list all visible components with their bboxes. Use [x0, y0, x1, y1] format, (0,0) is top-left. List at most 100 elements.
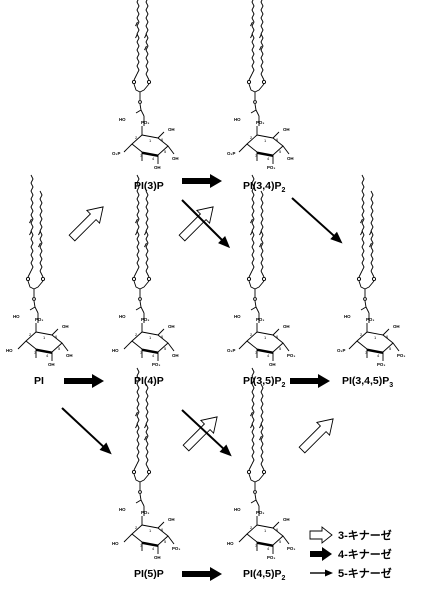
svg-text:HO: HO [344, 314, 351, 319]
svg-text:1: 1 [43, 335, 46, 340]
svg-text:4: 4 [267, 546, 270, 551]
svg-text:2: 2 [135, 135, 138, 140]
svg-text:PO₃: PO₃ [141, 510, 149, 515]
svg-text:PO₃: PO₃ [256, 510, 264, 515]
thick-arrow-icon [310, 547, 332, 561]
svg-text:5: 5 [164, 149, 167, 154]
legend-item-3-kinase: 3-キナーゼ [309, 526, 392, 544]
svg-text:1: 1 [374, 335, 377, 340]
svg-text:4: 4 [152, 546, 155, 551]
svg-text:4: 4 [152, 353, 155, 358]
label-pi: PI [34, 375, 44, 387]
svg-text:HO: HO [234, 117, 241, 122]
svg-text:OH: OH [287, 156, 294, 161]
svg-text:1: 1 [264, 335, 267, 340]
svg-text:PO₃: PO₃ [267, 555, 275, 560]
open-arrow-icon [309, 526, 333, 544]
svg-text:2: 2 [250, 135, 253, 140]
svg-text:OH: OH [283, 127, 290, 132]
svg-text:2: 2 [135, 525, 138, 530]
label-pi5p: PI(5)P [134, 568, 164, 580]
svg-text:6: 6 [55, 334, 58, 339]
svg-text:4-キナーゼ: 4-キナーゼ [338, 547, 392, 561]
svg-text:3: 3 [255, 350, 258, 355]
svg-text:5: 5 [279, 149, 282, 154]
svg-text:4: 4 [267, 353, 270, 358]
svg-text:PO₃: PO₃ [256, 317, 264, 322]
svg-text:2: 2 [29, 332, 32, 337]
svg-text:3: 3 [140, 350, 143, 355]
svg-text:O₃P: O₃P [112, 151, 120, 156]
arrow-pi4p-to-pi45p2 [177, 405, 237, 462]
svg-text:3-キナーゼ: 3-キナーゼ [338, 528, 392, 542]
svg-text:5: 5 [164, 539, 167, 544]
svg-text:3: 3 [255, 153, 258, 158]
svg-text:HO: HO [119, 117, 126, 122]
thin-arrow-icon [310, 569, 333, 577]
arrow-pi5p-to-pi35p2 [179, 410, 224, 455]
molecule-pi45p2: HO PO₃ HO OH PO₃ PO₃ 2 1 6 3 4 5 [227, 367, 295, 560]
svg-text:PO₃: PO₃ [141, 120, 149, 125]
molecule-pi3p: HO PO₃ O₃P OH OH OH 2 1 6 3 4 5 [112, 0, 179, 170]
svg-text:HO: HO [6, 348, 13, 353]
label-pi3p: PI(3)P [134, 180, 164, 192]
svg-text:5: 5 [389, 346, 392, 351]
label-pi34p2: PI(3,4)P2 [243, 180, 286, 194]
svg-text:OH: OH [283, 324, 290, 329]
svg-text:6: 6 [276, 137, 279, 142]
svg-text:3: 3 [140, 543, 143, 548]
svg-text:PO₃: PO₃ [172, 546, 180, 551]
svg-text:OH: OH [393, 324, 400, 329]
svg-text:PO₃: PO₃ [287, 353, 295, 358]
svg-text:3: 3 [255, 543, 258, 548]
svg-text:OH: OH [168, 517, 175, 522]
svg-text:PO₃: PO₃ [152, 362, 160, 367]
arrow-pi35p2-to-pi345p3 [290, 374, 330, 388]
svg-text:6: 6 [276, 527, 279, 532]
legend-item-5-kinase: 5-キナーゼ [310, 566, 392, 580]
svg-text:OH: OH [168, 324, 175, 329]
svg-text:5: 5 [58, 346, 61, 351]
svg-text:HO: HO [112, 348, 119, 353]
arrow-pi45p2-to-pi345p3 [295, 412, 340, 457]
arrow-pi34p2-to-pi345p3 [287, 193, 347, 249]
svg-text:HO: HO [119, 507, 126, 512]
svg-text:2: 2 [135, 332, 138, 337]
svg-text:OH: OH [48, 362, 55, 367]
svg-text:5-キナーゼ: 5-キナーゼ [338, 566, 392, 580]
legend: 3-キナーゼ 4-キナーゼ 5-キナーゼ [309, 526, 392, 580]
molecule-pi345p3: HO PO₃ O₃P OH PO₃ PO₃ 2 1 6 3 4 5 [337, 174, 405, 367]
svg-text:OH: OH [154, 165, 161, 170]
svg-text:OH: OH [66, 353, 73, 358]
svg-text:HO: HO [13, 314, 20, 319]
arrow-pi-to-pi4p [64, 374, 104, 388]
label-pi35p2: PI(3,5)P2 [243, 375, 286, 389]
svg-text:5: 5 [279, 346, 282, 351]
svg-text:1: 1 [149, 138, 152, 143]
svg-text:OH: OH [172, 156, 179, 161]
svg-text:5: 5 [279, 539, 282, 544]
arrow-pi4p-to-pi34p2 [175, 200, 220, 245]
svg-text:4: 4 [377, 353, 380, 358]
svg-text:3: 3 [34, 350, 37, 355]
svg-text:O₃P: O₃P [227, 151, 235, 156]
svg-text:2: 2 [250, 332, 253, 337]
svg-text:HO: HO [234, 507, 241, 512]
molecule-pi5p: HO PO₃ HO OH PO₃ OH 2 1 6 3 4 5 [112, 367, 180, 560]
svg-text:2: 2 [250, 525, 253, 530]
svg-text:1: 1 [264, 528, 267, 533]
arrow-pi3p-to-pi34p2 [182, 174, 222, 188]
svg-text:OH: OH [168, 127, 175, 132]
svg-text:3: 3 [140, 153, 143, 158]
svg-text:4: 4 [46, 353, 49, 358]
arrow-pi-to-pi3p [65, 200, 110, 245]
svg-text:PO₃: PO₃ [397, 353, 405, 358]
svg-text:4: 4 [152, 156, 155, 161]
svg-text:OH: OH [172, 353, 179, 358]
svg-text:HO: HO [119, 314, 126, 319]
svg-text:6: 6 [161, 137, 164, 142]
arrow-pi-to-pi5p [57, 403, 117, 460]
svg-text:OH: OH [154, 555, 161, 560]
svg-text:HO: HO [227, 541, 234, 546]
arrow-pi3p-to-pi35p2 [177, 195, 235, 253]
